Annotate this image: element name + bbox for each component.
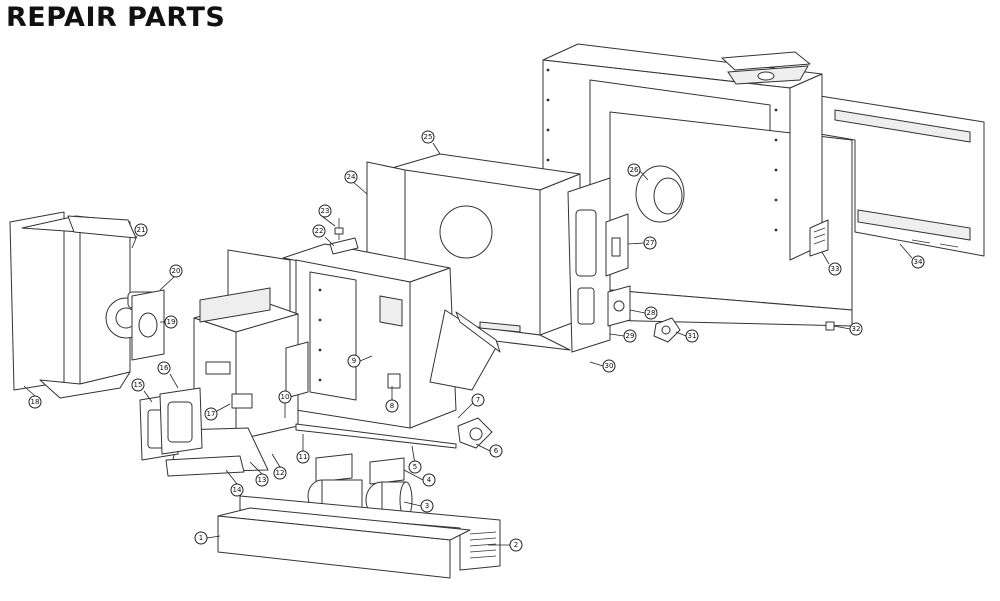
callout-11: 11	[296, 450, 310, 464]
part-4-bracket	[315, 453, 405, 485]
part-21-blower-box	[67, 215, 137, 239]
part-1-front-trim	[217, 507, 471, 579]
svg-text:17: 17	[207, 410, 216, 418]
callout-10: 10	[278, 390, 292, 404]
svg-text:14: 14	[233, 486, 242, 494]
part-28-gasket-plate	[607, 285, 631, 327]
svg-text:22: 22	[315, 227, 324, 235]
callout-1: 1	[194, 531, 208, 545]
callout-9: 9	[347, 354, 361, 368]
svg-text:8: 8	[390, 402, 394, 410]
callout-22: 22	[312, 224, 326, 238]
part-5-rail	[295, 423, 457, 449]
callout-5: 5	[408, 460, 422, 474]
part-34-mounting-bracket	[819, 95, 985, 257]
svg-text:18: 18	[31, 398, 40, 406]
callout-7: 7	[471, 393, 485, 407]
svg-text:24: 24	[347, 173, 356, 181]
callout-12: 12	[273, 466, 287, 480]
callout-3: 3	[420, 499, 434, 513]
part-33-access-panel	[809, 219, 829, 257]
callout-20: 20	[169, 264, 183, 278]
part-6-motor	[457, 417, 493, 449]
leader-lines	[23, 142, 913, 546]
callout-30: 30	[602, 359, 616, 373]
callout-13: 13	[255, 473, 269, 487]
part-16-gasket	[159, 387, 203, 455]
page-title: REPAIR PARTS	[6, 2, 226, 33]
svg-text:6: 6	[494, 447, 499, 455]
part-32-fitting	[825, 321, 835, 331]
part-19-plate	[131, 289, 165, 361]
svg-text:28: 28	[647, 309, 656, 317]
callout-28: 28	[644, 306, 658, 320]
svg-text:3: 3	[425, 502, 429, 510]
part-30-tube	[539, 351, 613, 375]
callout-27: 27	[643, 236, 657, 250]
svg-text:20: 20	[172, 267, 181, 275]
svg-text:15: 15	[134, 381, 143, 389]
callout-4: 4	[422, 473, 436, 487]
callout-24: 24	[344, 170, 358, 184]
top-vent-cover	[721, 51, 811, 85]
svg-text:16: 16	[160, 364, 169, 372]
callout-17: 17	[204, 407, 218, 421]
svg-text:1: 1	[199, 534, 203, 542]
part-31-pressure-switch	[653, 317, 681, 343]
hopper-chute	[429, 309, 501, 391]
callout-6: 6	[489, 444, 503, 458]
svg-text:30: 30	[605, 362, 614, 370]
svg-text:2: 2	[514, 541, 518, 549]
svg-text:26: 26	[630, 166, 639, 174]
svg-text:12: 12	[276, 469, 285, 477]
part-27-side-plate	[567, 177, 629, 353]
svg-text:33: 33	[831, 265, 840, 273]
svg-text:23: 23	[321, 207, 330, 215]
part-22-bracket	[329, 237, 359, 255]
svg-text:34: 34	[914, 258, 923, 266]
part-17-control-frame	[193, 249, 309, 441]
part-23-sensor	[334, 218, 344, 240]
callout-32: 32	[849, 322, 863, 336]
svg-text:29: 29	[626, 332, 635, 340]
svg-text:11: 11	[299, 453, 308, 461]
callout-26: 26	[627, 163, 641, 177]
callout-2: 2	[509, 538, 523, 552]
part-9-chassis	[282, 243, 457, 429]
svg-text:31: 31	[688, 332, 697, 340]
callout-18: 18	[28, 395, 42, 409]
part-14-plate	[165, 455, 245, 477]
svg-text:19: 19	[167, 318, 176, 326]
callout-14: 14	[230, 483, 244, 497]
svg-text:4: 4	[427, 476, 432, 484]
part-8-switch	[387, 373, 401, 389]
callout-21: 21	[134, 223, 148, 237]
callout-23: 23	[318, 204, 332, 218]
svg-text:9: 9	[352, 357, 356, 365]
callout-29: 29	[623, 329, 637, 343]
svg-text:21: 21	[137, 226, 146, 234]
callout-19: 19	[164, 315, 178, 329]
svg-text:13: 13	[258, 476, 267, 484]
callout-34: 34	[911, 255, 925, 269]
callout-31: 31	[685, 329, 699, 343]
svg-text:25: 25	[424, 133, 433, 141]
callout-33: 33	[828, 262, 842, 276]
callout-15: 15	[131, 378, 145, 392]
svg-text:27: 27	[646, 239, 655, 247]
callout-8: 8	[385, 399, 399, 413]
svg-text:7: 7	[476, 396, 480, 404]
svg-text:5: 5	[413, 463, 417, 471]
svg-text:10: 10	[281, 393, 290, 401]
callout-25: 25	[421, 130, 435, 144]
svg-text:32: 32	[852, 325, 861, 333]
callout-16: 16	[157, 361, 171, 375]
